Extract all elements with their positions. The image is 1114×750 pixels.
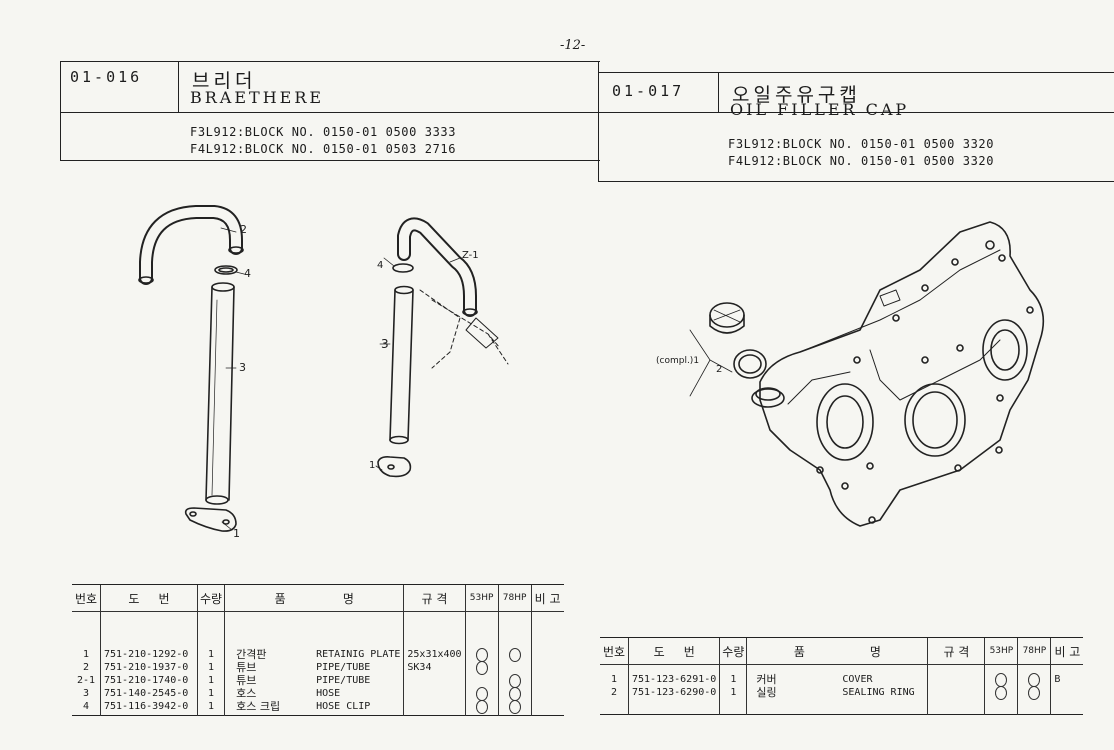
pipe-variant-drawing: [375, 217, 509, 478]
callout-label: 2: [240, 223, 247, 236]
applicability-mark: [469, 687, 495, 701]
cell-53hp: [984, 664, 1018, 715]
col-53hp: 53HP: [984, 637, 1018, 665]
block-number-line: F3L912:BLOCK NO. 0150-01 0500 3320: [728, 137, 995, 151]
hose-drawing: [205, 282, 235, 505]
callout-label: 2: [716, 364, 723, 375]
cell-spec: [927, 664, 985, 715]
col-drawing-no: 도 번: [627, 637, 720, 665]
applicability-mark: [988, 686, 1014, 700]
hose-clip-drawing: [214, 265, 238, 275]
sealing-ring-drawing: [733, 349, 767, 379]
applicability-mark: [469, 648, 495, 662]
callout-label: 1: [369, 460, 376, 471]
section-korean-title: 브리더: [192, 70, 257, 92]
callout-label: (compl.)1: [656, 356, 700, 366]
gear-housing-drawing: [751, 221, 1045, 527]
applicability-mark: [502, 674, 528, 688]
section-korean-title: 오일주유구캡: [732, 84, 861, 106]
applicability-mark: [502, 700, 528, 714]
callout-label: 3: [381, 337, 389, 351]
cell-remark: B: [1050, 664, 1084, 715]
applicability-mark: [1021, 686, 1047, 700]
col-remark: 비 고: [530, 584, 564, 612]
cell-78hp: [497, 611, 532, 716]
col-78hp: 78HP: [497, 584, 532, 612]
col-no: 번호: [72, 584, 101, 612]
section-code: 01-016: [70, 68, 143, 86]
col-78hp: 78HP: [1017, 637, 1051, 665]
applicability-mark: [502, 661, 528, 674]
col-part-name: 품 명: [746, 637, 928, 665]
section-english-title: OIL FILLER CAP: [730, 100, 910, 119]
cell-78hp: [1017, 664, 1051, 715]
cell-remark: [530, 611, 564, 716]
callout-label: Z-1: [462, 250, 479, 261]
applicability-mark: [469, 674, 495, 687]
callout-label: 3: [239, 361, 246, 374]
block-number-line: F4L912:BLOCK NO. 0150-01 0500 3320: [728, 154, 995, 168]
section-english-title: BRAETHERE: [190, 88, 325, 107]
table-header-row: 번호 도 번 수량 품 명 규 격 53HP 78HP 비 고: [600, 637, 1084, 665]
table-header-row: 번호 도 번 수량 품 명 규 격 53HP 78HP 비 고: [72, 584, 564, 612]
col-spec: 규 격: [927, 637, 985, 665]
filler-cap-drawing: [709, 302, 745, 334]
block-number-line: F4L912:BLOCK NO. 0150-01 0503 2716: [190, 142, 457, 156]
col-remark: 비 고: [1050, 637, 1084, 665]
applicability-mark: [988, 673, 1014, 687]
applicability-mark: [502, 687, 528, 701]
col-no: 번호: [600, 637, 629, 665]
callout-label: 4: [377, 260, 384, 271]
block-number-line: F3L912:BLOCK NO. 0150-01 0500 3333: [190, 125, 457, 139]
applicability-mark: [469, 700, 495, 714]
applicability-mark: [469, 661, 495, 675]
col-qty: 수량: [196, 584, 225, 612]
applicability-mark: [502, 648, 528, 662]
col-drawing-no: 도 번: [100, 584, 198, 612]
col-part-name: 품 명: [224, 584, 404, 612]
section-code: 01-017: [612, 82, 685, 100]
cell-53hp: [464, 611, 499, 716]
col-53hp: 53HP: [464, 584, 499, 612]
callout-label: 4: [244, 267, 251, 280]
col-spec: 규 격: [403, 584, 466, 612]
retaining-plate-drawing: [184, 507, 237, 532]
bent-pipe-drawing: [138, 205, 244, 285]
callout-label: 1: [233, 527, 240, 540]
col-qty: 수량: [719, 637, 747, 665]
page-number: -12-: [560, 38, 586, 53]
applicability-mark: [1021, 673, 1047, 687]
